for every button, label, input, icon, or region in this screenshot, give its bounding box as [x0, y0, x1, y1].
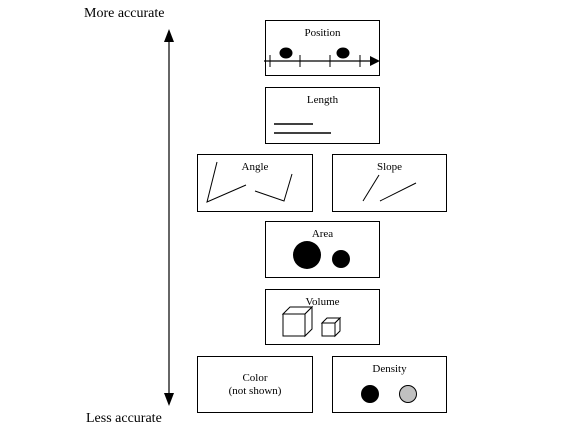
- more-accurate-label: More accurate: [84, 6, 165, 21]
- area-circle-large: [293, 241, 321, 269]
- volume-title: Volume: [305, 296, 340, 308]
- density-dot-light: [399, 385, 417, 403]
- length-graphic: [274, 123, 331, 134]
- angle-title: Angle: [241, 161, 269, 173]
- volume-cube-large: [281, 305, 314, 338]
- position-dot: [279, 47, 293, 59]
- density-panel: Density: [332, 356, 447, 413]
- slope-title: Slope: [376, 161, 403, 173]
- position-graphic: [264, 47, 380, 67]
- position-dot: [336, 47, 350, 59]
- length-title: Length: [306, 94, 339, 106]
- less-accurate-label: Less accurate: [86, 411, 162, 426]
- slope-graphic: [362, 174, 417, 202]
- position-arrow-head: [370, 56, 380, 66]
- volume-cube-small: [320, 316, 342, 338]
- slope-line-steep: [362, 174, 380, 202]
- position-title: Position: [304, 27, 341, 39]
- color-title-line1: Color: [242, 372, 268, 384]
- length-panel: Length: [265, 87, 380, 144]
- color-title: Color (not shown): [198, 372, 312, 398]
- arrow-head-up: [164, 29, 174, 42]
- color-panel: Color (not shown): [197, 356, 313, 413]
- density-graphic: [361, 385, 417, 403]
- slope-line-shallow: [379, 182, 417, 202]
- density-title: Density: [372, 363, 407, 375]
- density-dot-dark: [361, 385, 379, 403]
- area-title: Area: [311, 228, 334, 240]
- area-circle-small: [332, 250, 350, 268]
- arrow-head-down: [164, 393, 174, 406]
- area-graphic: [293, 241, 350, 269]
- color-title-line2: (not shown): [228, 385, 282, 397]
- area-panel: Area: [265, 221, 380, 278]
- angle-graphic: [206, 161, 293, 203]
- angle-shape: [206, 161, 247, 203]
- slope-panel: Slope: [332, 154, 447, 212]
- volume-graphic: [281, 305, 342, 338]
- accuracy-arrow: [164, 29, 174, 406]
- angle-shape: [254, 173, 293, 202]
